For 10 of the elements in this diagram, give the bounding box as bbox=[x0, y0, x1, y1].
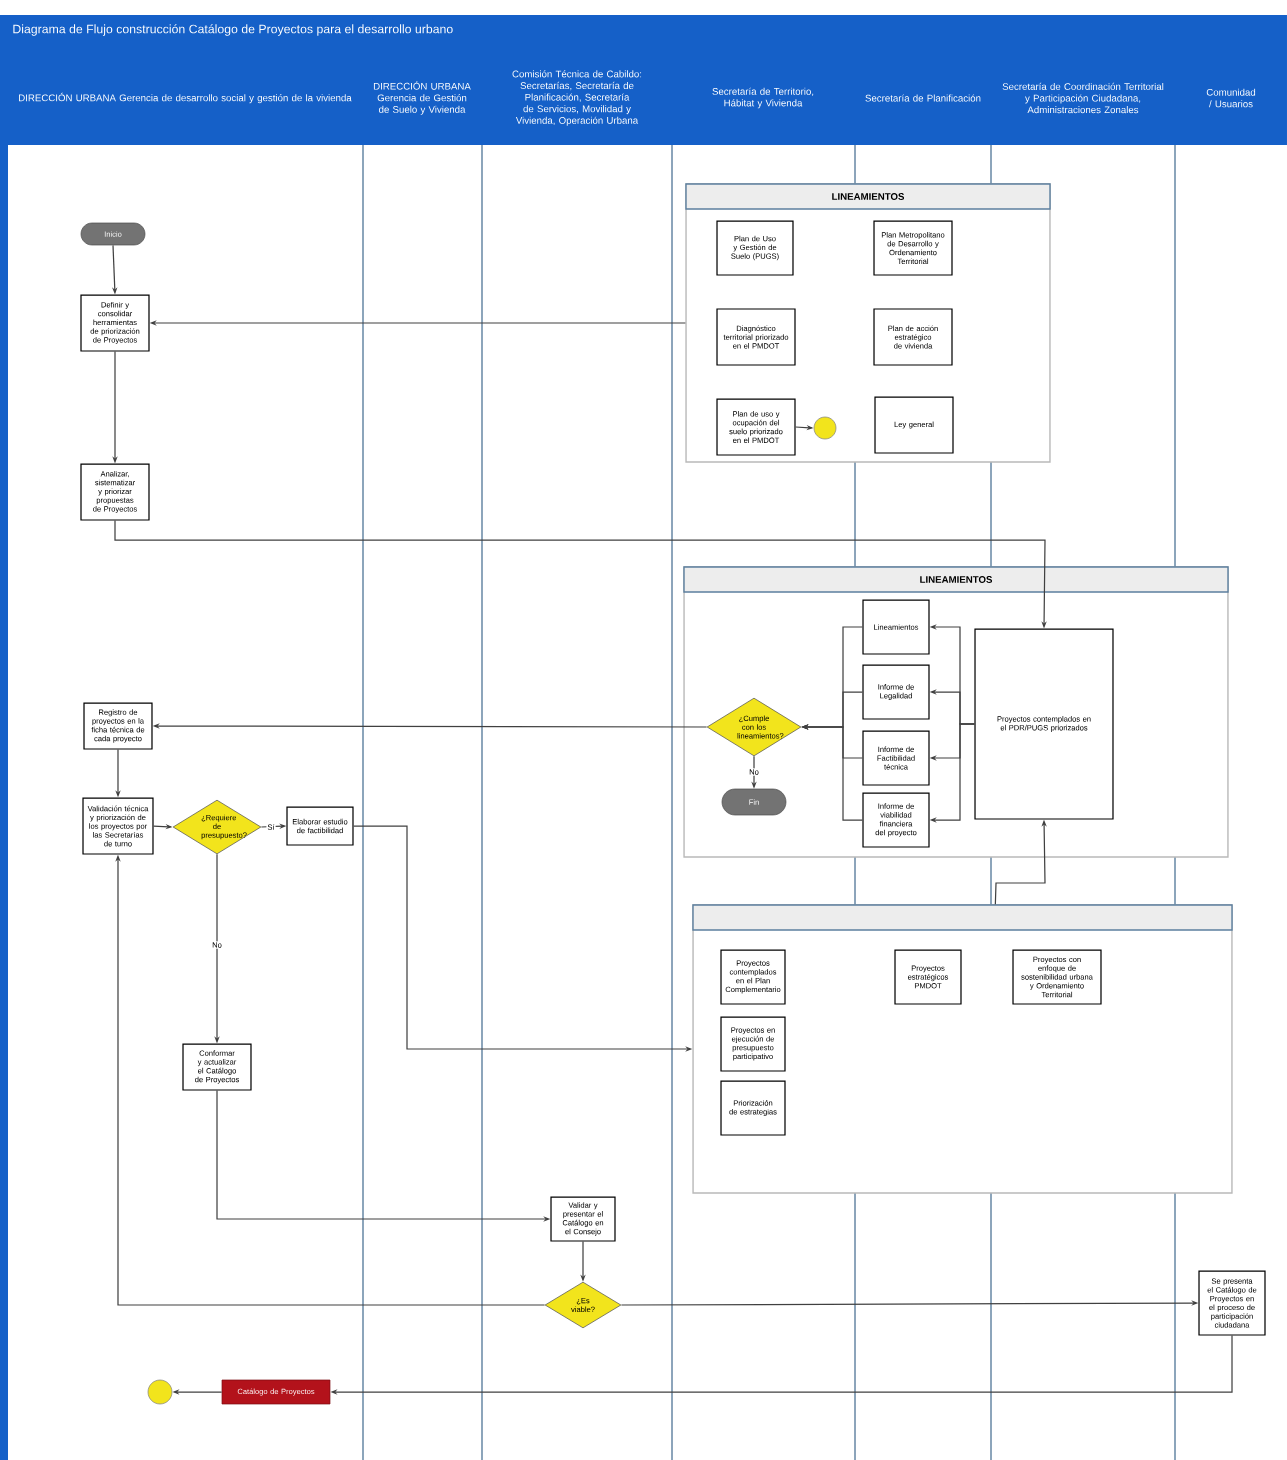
lane-header: DIRECCIÓN URBANA Gerencia de Gestión de Suelo y Vivienda bbox=[373, 81, 471, 115]
connector-circle bbox=[147, 1379, 173, 1405]
lane-header: Secretaría de Planificación bbox=[865, 94, 981, 102]
connector-circle bbox=[813, 416, 837, 440]
lane-header: Comunidad / Usuarios bbox=[1206, 88, 1256, 108]
diagram-title: Diagrama de Flujo construcción Catálogo de Proyectos para el desarrollo urbano bbox=[13, 24, 453, 36]
lane-header: Secretaría de Coordinación Territorial y Participación Ciudadana, Administraciones Zonales bbox=[1002, 82, 1164, 114]
lane-header: DIRECCIÓN URBANA Gerencia de desarrollo social y gestión de la vivienda bbox=[19, 92, 352, 104]
lane-header: Secretaría de Territorio, Hábitat y Vivienda bbox=[712, 87, 814, 109]
lane-header: Comisión Técnica de Cabildo: Secretarías, Secretaría de Planificación, Secretaría de Servicios, Movilidad y Vivienda, Operación Urbana bbox=[512, 70, 642, 126]
